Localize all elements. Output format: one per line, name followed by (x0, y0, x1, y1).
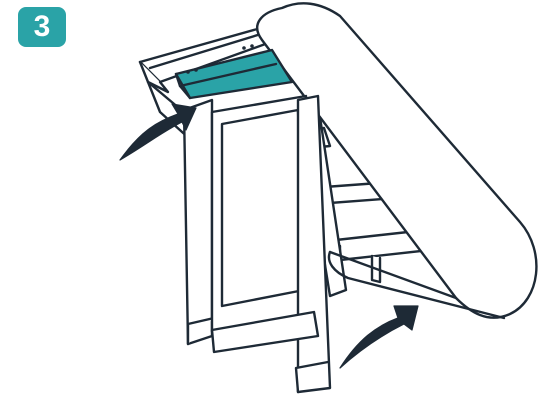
front-frame (184, 96, 330, 392)
curved-arrow-icon (340, 306, 418, 368)
